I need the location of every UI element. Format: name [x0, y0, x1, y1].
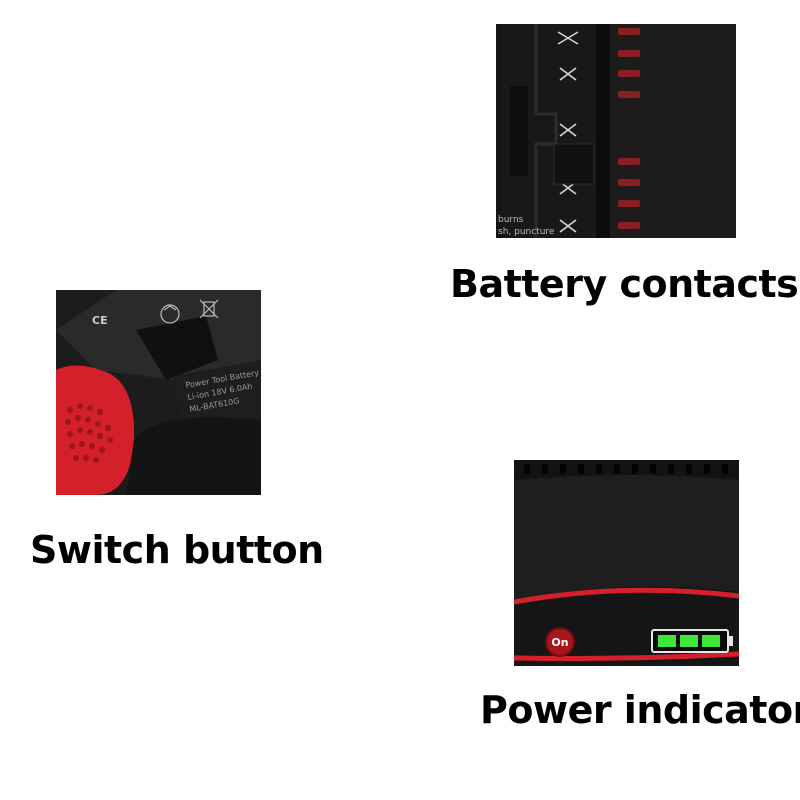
caption-battery-contacts: Battery contacts [450, 262, 799, 306]
caption-switch-button: Switch button [30, 528, 324, 572]
caption-power-indicator: Power indicator [480, 688, 800, 732]
battery-level-icon [651, 629, 733, 653]
warning-text-line: sh, puncture [498, 227, 555, 237]
switch-button-photo: CE Power Tool Battery Li-ion 18V 6.0Ah M… [56, 290, 261, 495]
power-indicator-photo: On [514, 460, 739, 666]
warning-text-line: burns [498, 215, 524, 225]
recycle-icon [160, 304, 180, 324]
release-button [56, 365, 135, 495]
level-bar [702, 635, 720, 647]
battery-contacts-photo: burns sh, puncture [496, 24, 736, 238]
contact-slots [618, 28, 640, 229]
ce-mark: CE [92, 314, 108, 327]
level-bar [658, 635, 676, 647]
on-button: On [545, 627, 575, 657]
level-bar [680, 635, 698, 647]
bin-icon [199, 299, 219, 319]
on-button-label: On [551, 636, 568, 649]
battery-label: Power Tool Battery Li-ion 18V 6.0Ah ML-B… [174, 360, 261, 430]
